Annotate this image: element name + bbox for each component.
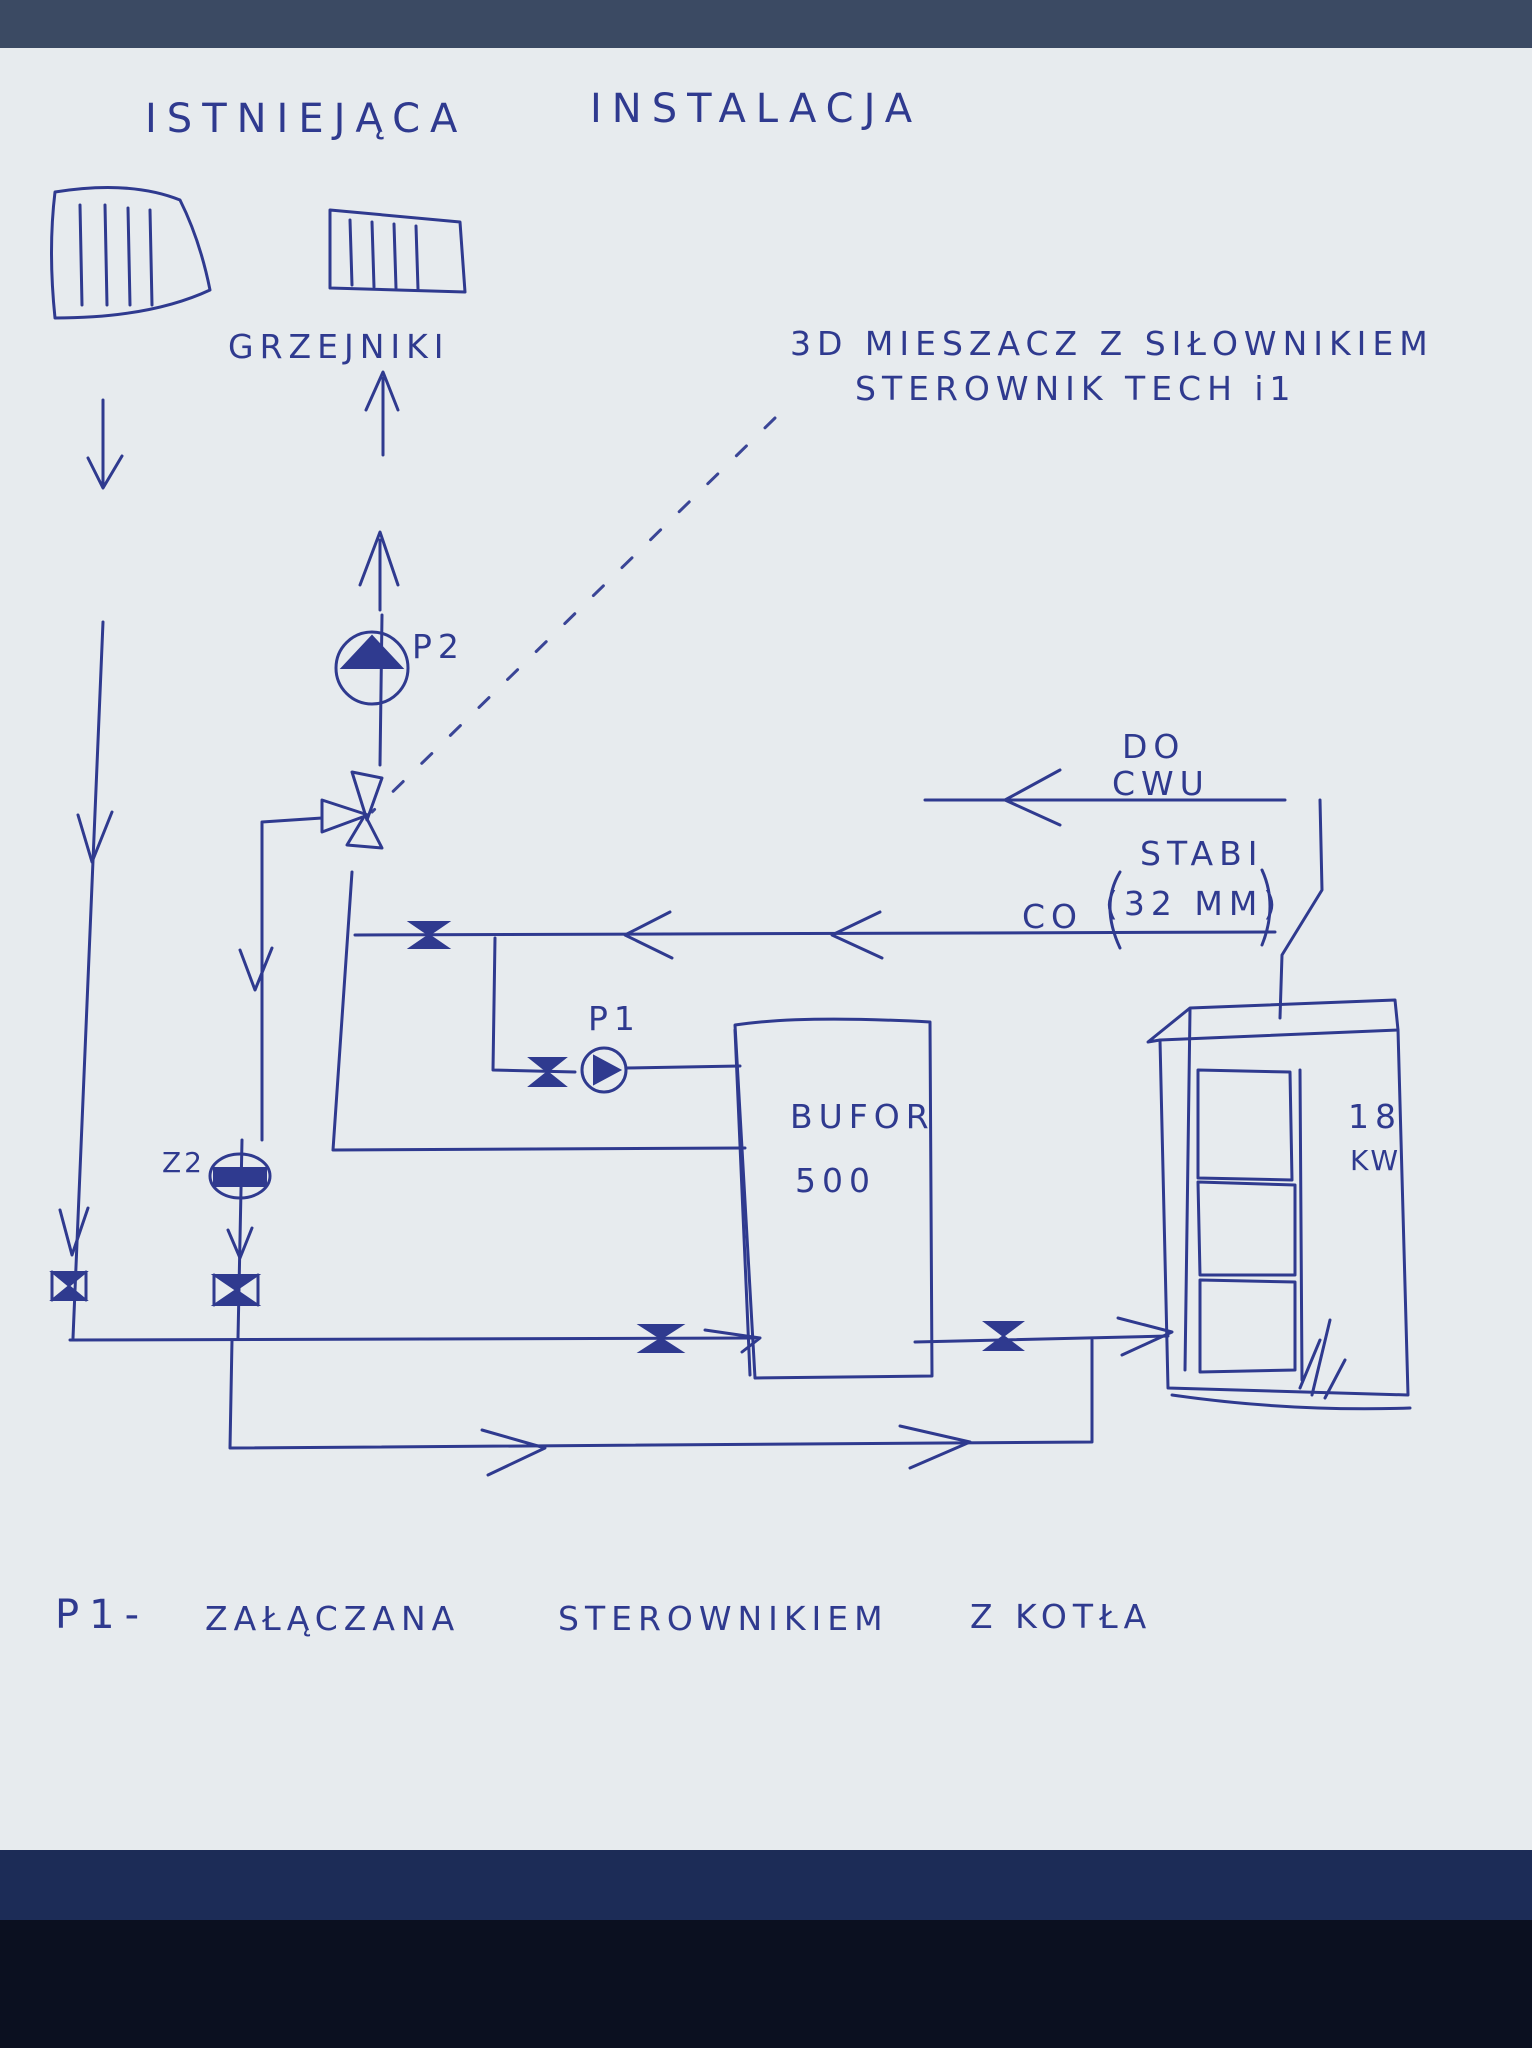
co-pipe-label: CO bbox=[1022, 897, 1083, 936]
control-signal-line bbox=[370, 416, 777, 814]
flow-arrow-icon bbox=[480, 1428, 547, 1477]
co-pipe-top-label: STABI bbox=[1140, 834, 1264, 873]
flow-arrow-icon bbox=[226, 1226, 254, 1260]
buffer-tank bbox=[733, 1017, 934, 1380]
buffer-to-boiler-line bbox=[913, 1334, 1170, 1344]
valve-co-icon bbox=[406, 921, 452, 949]
flow-arrow-icon bbox=[238, 946, 274, 992]
lower-loop-line bbox=[228, 1338, 1094, 1450]
radiators-label: GRZEJNIKI bbox=[228, 327, 449, 366]
valve-z2-icon bbox=[210, 1273, 262, 1307]
valve-boiler-return-icon bbox=[982, 1321, 1025, 1351]
flow-arrow-icon bbox=[898, 1424, 972, 1470]
dhw-label-do: DO bbox=[1122, 727, 1185, 766]
flow-arrow-icon bbox=[623, 910, 674, 960]
co-pipe-spec: (32 MM) bbox=[1105, 884, 1282, 923]
mixer-note-line2: STEROWNIK TECH i1 bbox=[855, 369, 1297, 408]
pump-z2-icon bbox=[208, 1152, 272, 1200]
boiler-18kw bbox=[1146, 998, 1412, 1411]
pump-p2-label: P2 bbox=[412, 627, 465, 666]
footer-text-2: STEROWNIKIEM bbox=[558, 1599, 889, 1638]
footer-text-3: Z KOTŁA bbox=[970, 1597, 1152, 1636]
supply-arrow-icon bbox=[364, 370, 400, 457]
dhw-label-cwu: CWU bbox=[1112, 764, 1210, 803]
valve-p1-icon bbox=[527, 1057, 568, 1087]
return-main-line bbox=[68, 1336, 757, 1342]
title-existing: ISTNIEJĄCA bbox=[145, 96, 467, 142]
boiler-supply-riser bbox=[1278, 798, 1324, 1020]
flow-arrow-icon bbox=[76, 810, 114, 864]
p1-to-buffer-line bbox=[624, 1064, 742, 1070]
boiler-power: 18 bbox=[1348, 1097, 1402, 1136]
flow-arrow-icon bbox=[830, 910, 884, 960]
valve-buffer-inlet-icon bbox=[636, 1324, 686, 1353]
mixer-note-line1: 3D MIESZACZ Z SIŁOWNIKIEM bbox=[790, 324, 1434, 363]
pump-p2-icon bbox=[334, 630, 410, 706]
return-pipe-left bbox=[71, 620, 105, 1340]
valve-left-icon bbox=[49, 1270, 89, 1302]
boiler-unit: KW bbox=[1350, 1144, 1401, 1177]
bypass-line-top bbox=[260, 816, 324, 1142]
flow-arrow-icon bbox=[1116, 1316, 1174, 1357]
mixing-valve-3d-icon bbox=[320, 770, 384, 850]
supply-pipe-riser bbox=[378, 613, 384, 767]
supply-arrow-icon-2 bbox=[358, 530, 400, 612]
frame-bottom-edge bbox=[0, 1920, 1532, 2048]
valve-to-buffer-line bbox=[331, 870, 747, 1152]
frame-bottom bbox=[0, 1850, 1532, 1920]
paper-sheet bbox=[0, 48, 1532, 1853]
buffer-capacity: 500 bbox=[795, 1161, 876, 1200]
flow-arrow-icon bbox=[1003, 768, 1062, 827]
footer-text-1: ZAŁĄCZANA bbox=[205, 1599, 460, 1638]
flow-arrow-icon bbox=[58, 1206, 90, 1257]
radiator-right-icon bbox=[328, 208, 467, 294]
footer-prefix: P1- bbox=[55, 1592, 149, 1638]
pump-p1-icon bbox=[580, 1046, 628, 1094]
co-pipe bbox=[353, 930, 1277, 937]
buffer-name: BUFOR bbox=[790, 1097, 935, 1136]
title-installation: INSTALACJA bbox=[590, 86, 922, 132]
pump-z2-label: Z2 bbox=[162, 1146, 205, 1179]
co-pipe-spec-paren bbox=[1108, 868, 1272, 950]
flow-arrow-icon bbox=[703, 1328, 762, 1354]
return-arrow-icon bbox=[86, 398, 124, 490]
pump-p1-label: P1 bbox=[588, 999, 641, 1038]
radiator-left-icon bbox=[50, 186, 212, 320]
